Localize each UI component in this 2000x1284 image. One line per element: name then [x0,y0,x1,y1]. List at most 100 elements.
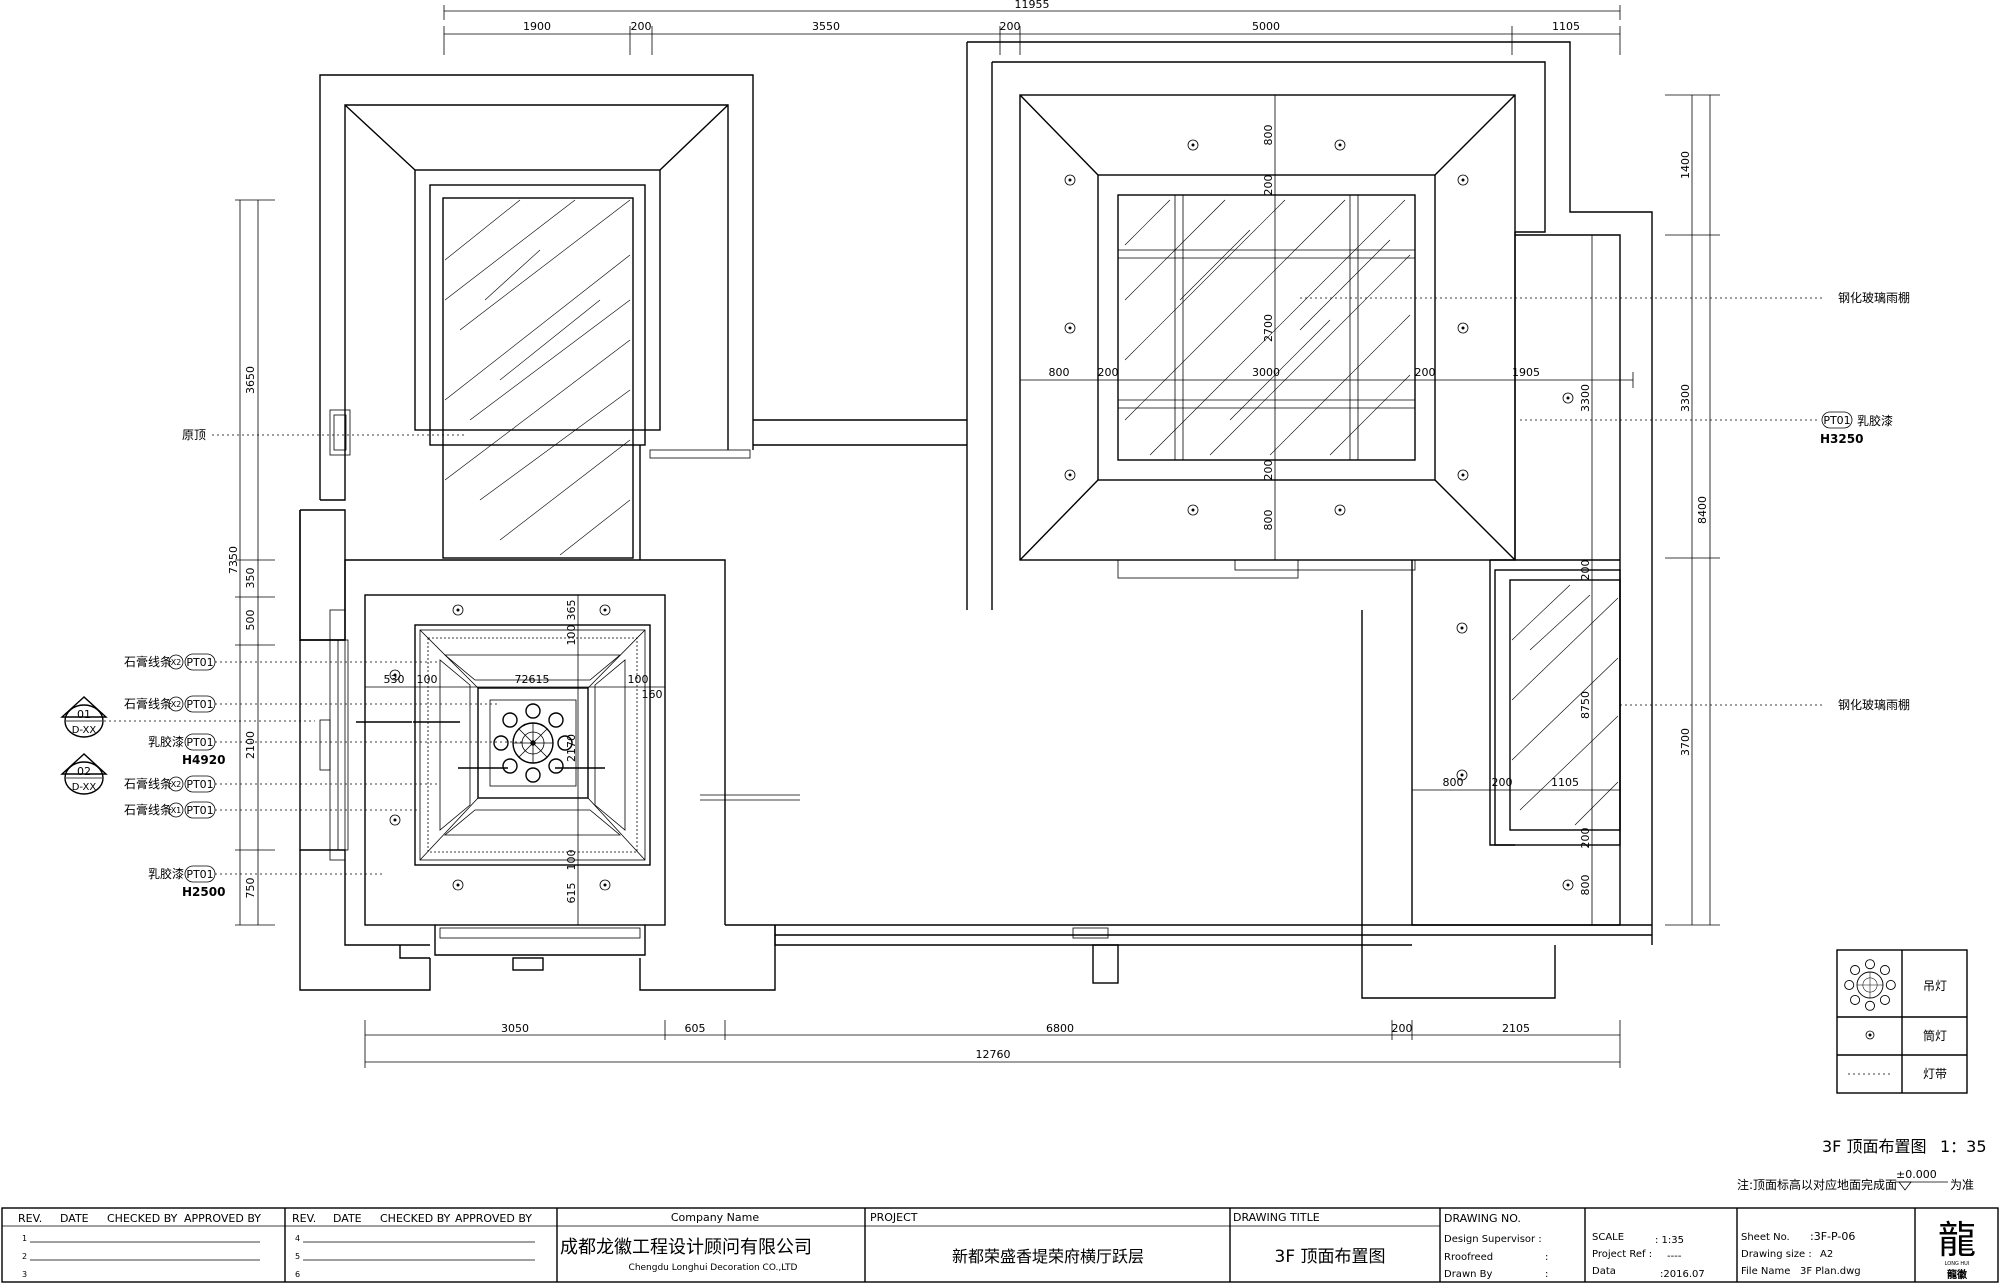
rev-header-right-2: DATE [333,1212,362,1225]
downlight-icon [1562,392,1574,404]
left-label-3: 乳胶漆 [148,734,184,749]
downlight-icon [1562,879,1574,891]
top-dim-6: 1105 [1552,20,1580,33]
downlights [389,139,1574,891]
drawing-caption: 3F 顶面布置图 1：35 注:顶面标高以对应地面完成面 ±0.000 为准 [1737,1137,1987,1192]
left-dimension-chain: 7350 3650 350 500 2100 750 [227,199,275,926]
caption-note-prefix: 注:顶面标高以对应地面完成面 [1737,1177,1897,1192]
logo-glyph: 龍 [1938,1218,1976,1262]
corridor-connector [639,419,967,560]
project-ref-value: ---- [1667,1251,1682,1262]
rev-row-5: 5 [295,1252,300,1261]
company-name-cn: 成都龙徽工程设计顾问有限公司 [560,1237,812,1258]
room-b-v-1: 365 [565,600,578,621]
right-strip-v-1: 3300 [1579,384,1592,412]
chandelier-icon [1844,959,1896,1011]
rev-row-1: 1 [22,1234,27,1243]
rev-header-right-1: REV. [292,1212,316,1225]
left-code-5: PT01 [186,804,213,817]
label-tempered-glass-1: 钢化玻璃雨棚 [1838,290,1910,305]
rev-row-4: 4 [295,1234,300,1243]
downlight-icon [452,604,464,616]
room-upper-left [299,74,754,641]
left-annotations: 原顶 石膏线条 X2 PT01 石膏线条 X2 PT01 乳胶漆 PT01 H4… [60,428,525,899]
rev-header-left-1: REV. [18,1212,42,1225]
downlight-icon [1187,139,1199,151]
downlight-icon [1064,174,1076,186]
company-label: Company Name [671,1211,760,1224]
left-dim-2: 350 [244,568,257,589]
downlight-icon [599,604,611,616]
downlight-icon [1064,322,1076,334]
sheet-no-label: Sheet No. [1741,1232,1790,1243]
room-b-h-4: 100 [628,673,649,686]
drawing-title-label: DRAWING TITLE [1233,1211,1320,1224]
top-dim-4: 200 [1000,20,1021,33]
top-total-dim: 11955 [1015,0,1050,11]
left-label-1: 石膏线条 [124,654,172,669]
room-b-v-5: 615 [565,883,578,904]
company-logo: 龍 LONG HUI 龍徽 [1938,1218,1976,1281]
section-mark-01-ref: D-XX [72,725,97,736]
downlight-icon [1457,174,1469,186]
room-a-v-5: 800 [1262,510,1275,531]
left-tag-1: X2 [171,658,182,667]
downlight-icon [1187,504,1199,516]
caption-scale: 1：35 [1940,1137,1987,1156]
label-latex-right: 乳胶漆 [1857,413,1893,428]
title-block: REV. DATE CHECKED BY APPROVED BY REV. DA… [1,1207,1999,1283]
caption-title: 3F 顶面布置图 [1822,1137,1926,1156]
company-name-en: Chengdu Longhui Decoration CO.,LTD [629,1263,798,1273]
legend: 吊灯 筒灯 灯带 [1836,949,1968,1094]
left-code-3: PT01 [186,736,213,749]
rev-header-left-3: CHECKED BY [107,1212,178,1225]
left-dim-3: 500 [244,610,257,631]
rev-row-3: 3 [22,1270,27,1279]
bottom-dim-2: 605 [685,1022,706,1035]
top-dim-1: 1900 [523,20,551,33]
scale-value: : 1:35 [1655,1235,1684,1246]
room-c-h-3: 1105 [1551,776,1579,789]
logo-sub: LONG HUI [1945,1261,1970,1267]
left-dim-1: 3650 [244,366,257,394]
sheet-no-value: :3F-P-06 [1810,1230,1855,1243]
bottom-dim-4: 200 [1392,1022,1413,1035]
downlight-icon [1334,139,1346,151]
left-code-4: PT01 [186,778,213,791]
right-dim-2: 3300 [1679,384,1692,412]
room-right-strip-hatch [1511,584,1619,826]
rev-header-right-4: APPROVED BY [455,1212,532,1225]
left-tag-2: X2 [171,700,182,709]
room-a-h-2: 200 [1098,366,1119,379]
room-a-h-1: 800 [1049,366,1070,379]
top-dim-2: 200 [631,20,652,33]
left-tag-4: X2 [171,780,182,789]
left-total-dim: 7350 [227,546,240,574]
downlight-icon [1334,504,1346,516]
room-c-h-1: 800 [1443,776,1464,789]
downlight-icon [1457,322,1469,334]
downlight-icon [1456,622,1468,634]
right-dimension-chain: 1400 3300 3700 8400 [1665,94,1720,926]
section-mark-01: 01 D-XX [60,696,315,738]
file-name-label: File Name [1741,1266,1790,1277]
bottom-dim-1: 3050 [501,1022,529,1035]
roofreed-label: Rroofreed [1444,1252,1493,1263]
roofreed-colon: : [1545,1252,1548,1263]
file-name-value: 3F Plan.dwg [1800,1266,1861,1277]
drawn-by-label: Drawn By [1444,1269,1492,1280]
left-tag-5: X1 [171,806,182,815]
right-strip-v-3: 8750 [1579,691,1592,719]
top-dim-5: 5000 [1252,20,1280,33]
section-mark-02-num: 02 [77,765,91,778]
left-code-1: PT01 [186,656,213,669]
room-a-v-2: 200 [1262,175,1275,196]
downlight-icon [452,879,464,891]
room-a-v-3: 2700 [1262,314,1275,342]
legend-label-chandelier: 吊灯 [1923,979,1947,993]
drawing-size-value: A2 [1820,1249,1833,1260]
label-original-ceiling: 原顶 [182,428,206,442]
rev-header-left-2: DATE [60,1212,89,1225]
room-b-h-2: 100 [417,673,438,686]
